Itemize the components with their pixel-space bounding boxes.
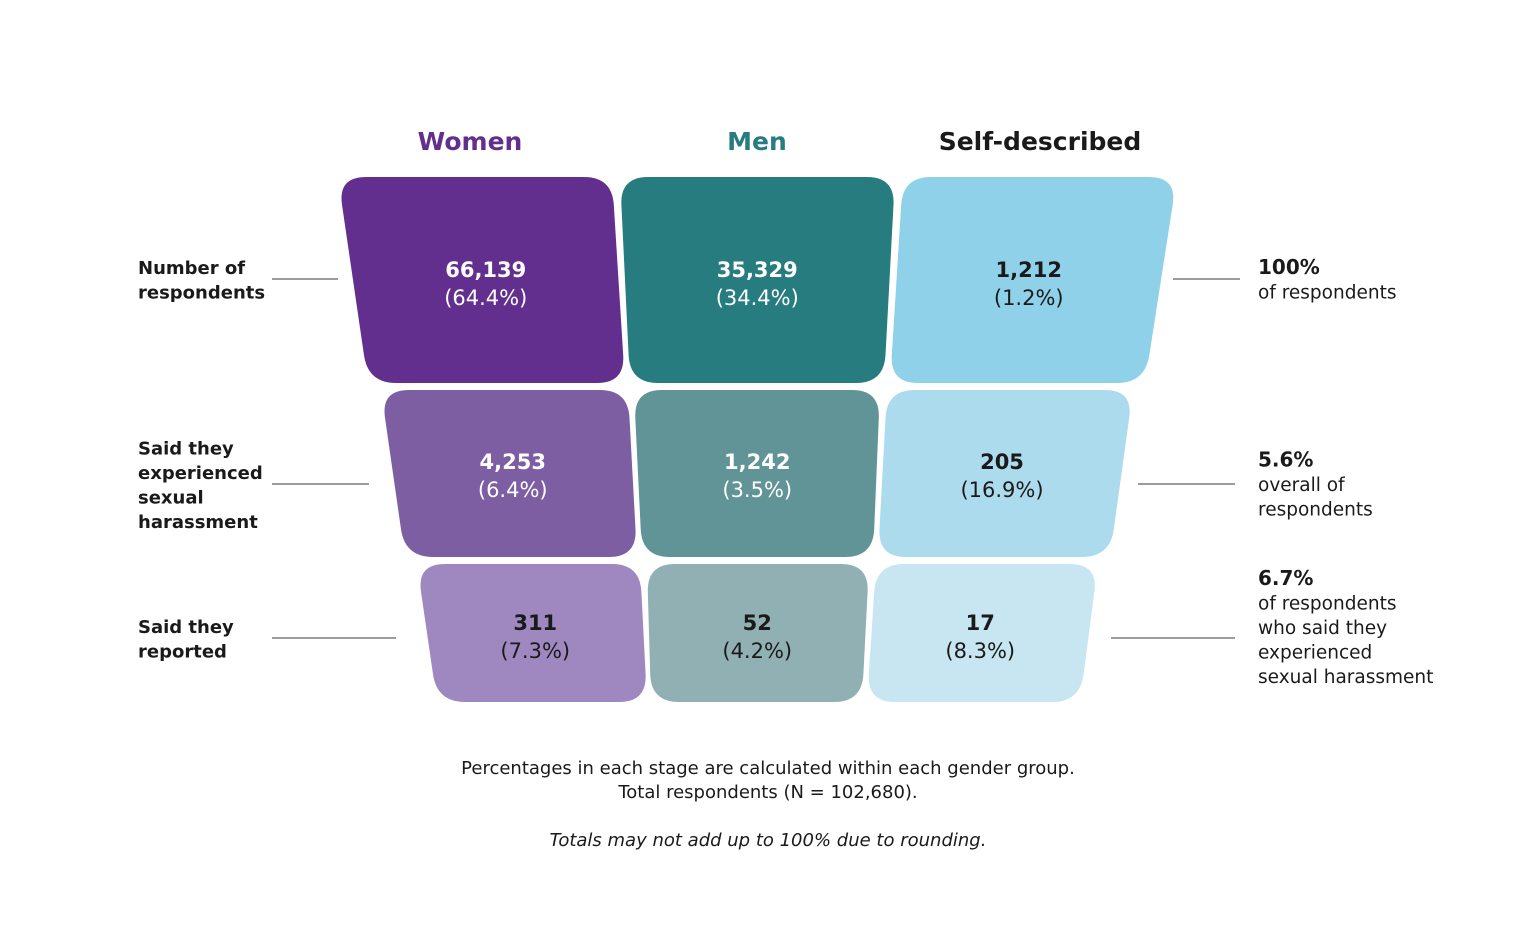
stage-label-line: Said they [138,617,234,638]
funnel-cell-men-stage-1 [621,177,894,383]
cell-value: 4,253 [480,450,546,474]
stage-label-line: Number of [138,258,245,279]
cell-percent: (4.2%) [722,639,792,663]
stage-total-value: 6.7% [1258,566,1313,590]
cell-percent: (8.3%) [945,639,1015,663]
group-header-men: Men [727,127,787,156]
stage-total-caption: overall of [1258,475,1345,496]
funnel-cell-women-stage-3 [420,564,646,702]
cell-percent: (34.4%) [716,286,799,310]
cell-value: 311 [513,611,557,635]
funnel-cell-women-stage-2 [384,390,636,557]
note-percentages: Percentages in each stage are calculated… [461,758,1075,779]
group-header-self-described: Self-described [939,127,1142,156]
note-rounding: Totals may not add up to 100% due to rou… [549,830,987,851]
stage-total-value: 100% [1258,255,1320,279]
stage-total-caption: respondents [1258,500,1373,521]
group-header-women: Women [418,127,523,156]
cell-value: 1,242 [724,450,790,474]
cell-percent: (3.5%) [722,478,792,502]
stage-total-caption: of respondents [1258,594,1396,615]
funnel-cell-self-described-stage-3 [868,564,1095,702]
funnel-cell-men-stage-2 [635,390,879,557]
stage-total-caption: experienced [1258,643,1372,664]
stage-total-caption: of respondents [1258,282,1396,303]
stage-label-line: experienced [138,463,263,484]
funnel-cell-women-stage-1 [341,177,624,383]
cell-value: 35,329 [717,258,798,282]
stage-label-line: respondents [138,282,265,303]
stage-total-value: 5.6% [1258,448,1313,472]
stage-label-line: Said they [138,438,234,459]
cell-percent: (6.4%) [478,478,548,502]
funnel-cell-men-stage-3 [647,564,868,702]
cell-value: 66,139 [445,258,526,282]
funnel-cell-self-described-stage-1 [891,177,1174,383]
cell-value: 205 [980,450,1024,474]
stage-label-line: reported [138,641,227,662]
cell-value: 1,212 [996,258,1062,282]
funnel-cell-self-described-stage-2 [879,390,1130,557]
stage-label-line: sexual [138,487,204,508]
cell-value: 17 [966,611,995,635]
cell-percent: (7.3%) [500,639,570,663]
cell-percent: (1.2%) [994,286,1064,310]
cell-percent: (64.4%) [444,286,527,310]
cell-value: 52 [743,611,772,635]
cell-percent: (16.9%) [960,478,1043,502]
note-total: Total respondents (N = 102,680). [618,782,918,803]
stage-total-caption: who said they [1258,618,1387,639]
stage-label-line: harassment [138,512,258,533]
stage-total-caption: sexual harassment [1258,667,1433,688]
